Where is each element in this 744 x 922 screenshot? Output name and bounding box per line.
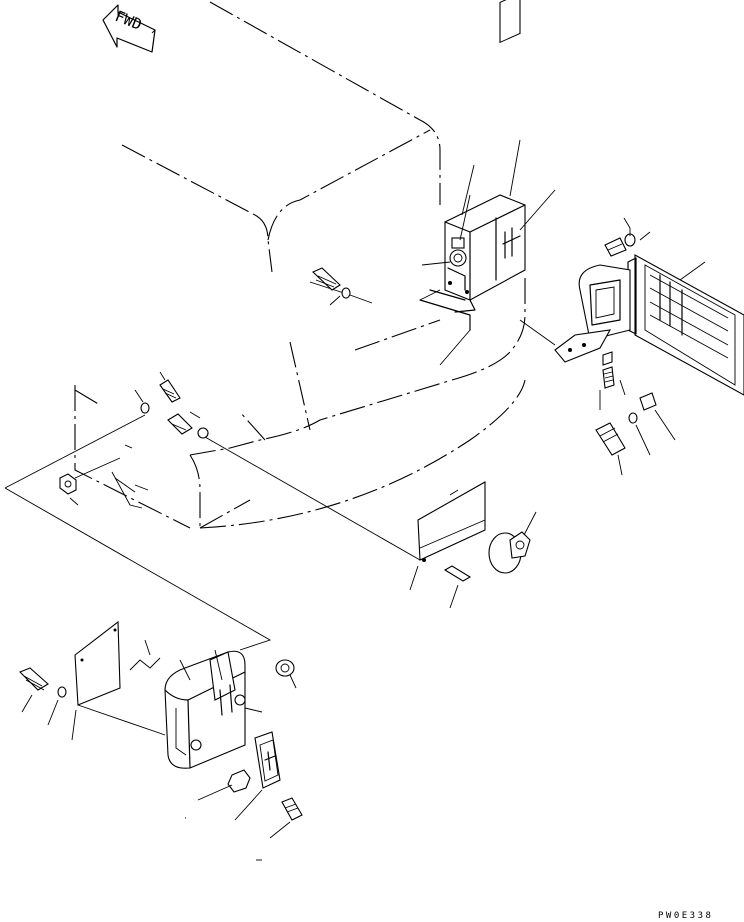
fwd-label: FWD [113,7,145,34]
bolts-left-mid [59,371,209,509]
leader-lines-top [309,139,556,366]
drawing-code: PW0E338 [658,911,713,921]
bolt-washer-upper [312,267,351,299]
machine-outline [74,1,526,529]
rear-lamp-lens [185,731,303,861]
fwd-arrow: FWD [102,4,156,53]
centre-cover [409,481,537,609]
side-door [519,254,744,396]
rear-lamp-assembly [19,620,297,769]
lamp-box-assembly [419,0,526,331]
side-small-parts [595,217,706,476]
assembly-lines [4,414,421,651]
